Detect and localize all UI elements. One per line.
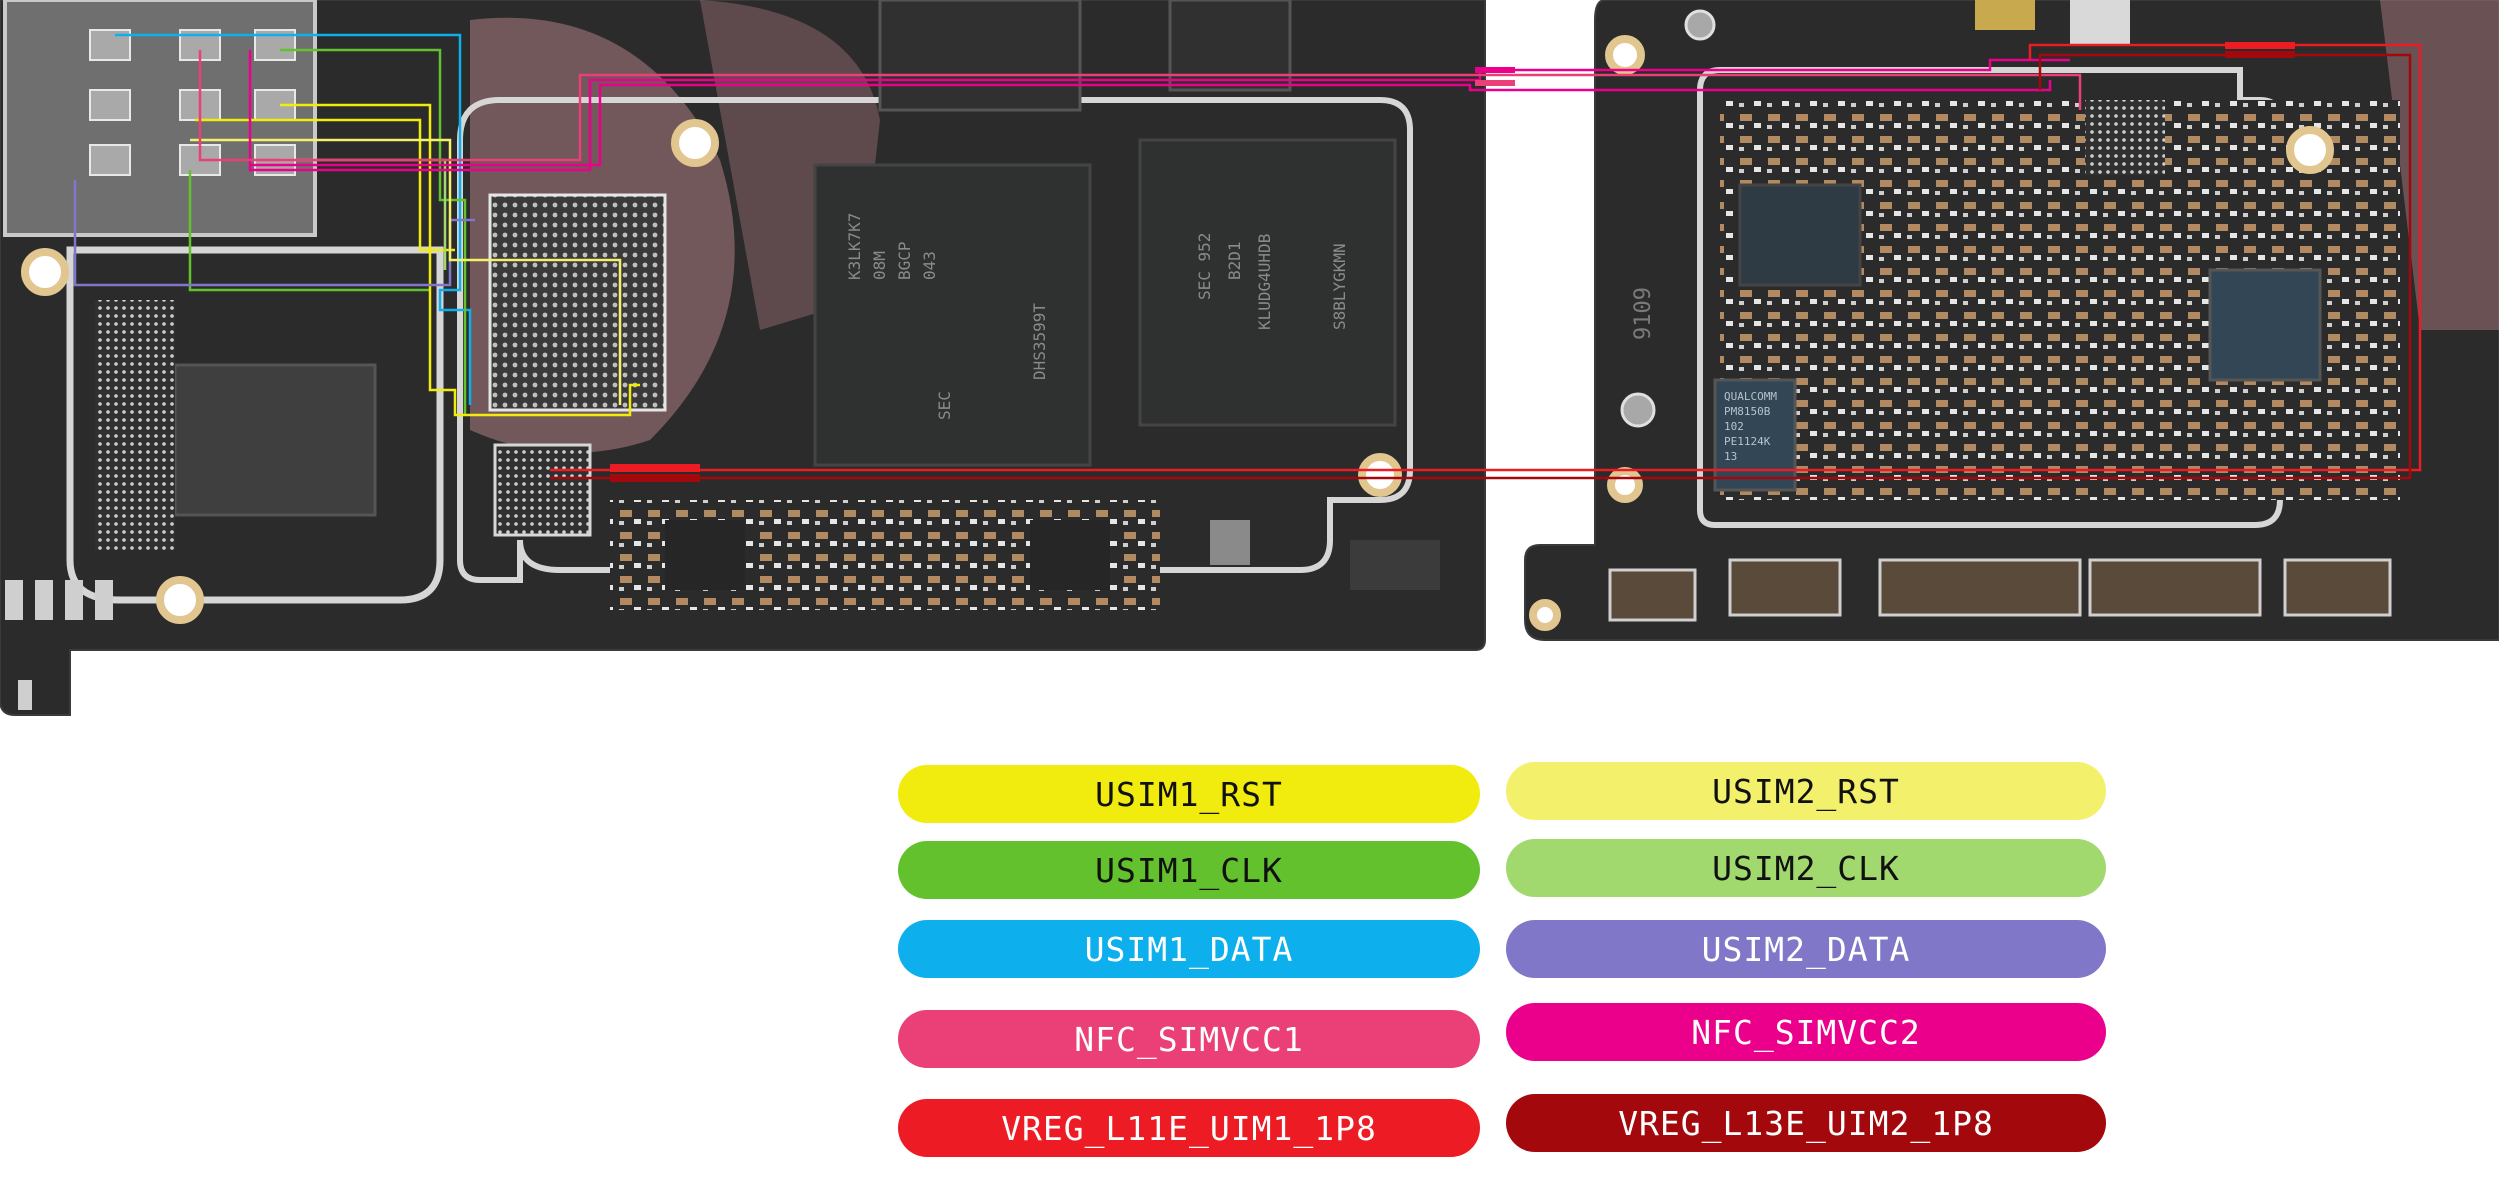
- chip-storage: [1138, 138, 1397, 427]
- chip-ram: [813, 163, 1092, 467]
- signal-traces: [73, 33, 2422, 482]
- storage-markings: SEC 952 B2D1 KLUDG4UHDB S8BLYGKMN: [1195, 233, 1349, 330]
- svg-text:SEC: SEC: [935, 391, 954, 420]
- chip-top-left: [878, 0, 1082, 112]
- svg-text:DHS3599T: DHS3599T: [1030, 303, 1049, 380]
- legend-usim2-clk: USIM2_CLK: [1506, 839, 2106, 897]
- svg-text:S8BLYGKMN: S8BLYGKMN: [1330, 243, 1349, 330]
- chip-left-bga: [173, 363, 377, 517]
- trace-vreg-l13e: [550, 53, 2412, 480]
- svg-text:BGCP: BGCP: [895, 241, 914, 280]
- chip-pmic: [1713, 378, 1797, 492]
- svg-text:QUALCOMM: QUALCOMM: [1724, 390, 1777, 403]
- ram-markings: K3LK7K7 08M BGCP 043 SEC DHS3599T: [845, 213, 1049, 420]
- chip-qualcomm-right: [2208, 268, 2322, 382]
- svg-text:13: 13: [1724, 450, 1737, 463]
- svg-text:PE1124K: PE1124K: [1724, 435, 1771, 448]
- trace-usim1-rst: [280, 103, 640, 417]
- svg-text:SEC 952: SEC 952: [1195, 233, 1214, 300]
- connectors-right: [1608, 558, 2392, 622]
- svg-text:043: 043: [920, 251, 939, 280]
- legend-usim1-data: USIM1_DATA: [898, 920, 1480, 978]
- legend-nfc-simvcc2: NFC_SIMVCC2: [1506, 1003, 2106, 1061]
- left-board: K3LK7K7 08M BGCP 043 SEC DHS3599T SEC 95…: [0, 0, 1486, 716]
- chip-bottom-1: [665, 520, 745, 590]
- legend-vreg-l11e-uim1: VREG_L11E_UIM1_1P8: [898, 1099, 1480, 1157]
- left-shield-outline: [66, 246, 444, 604]
- chip-top-right: [1168, 0, 1292, 92]
- trace-usim2-rst: [190, 138, 622, 405]
- side-text: 9109: [1631, 287, 1656, 340]
- legend-nfc-simvcc1: NFC_SIMVCC1: [898, 1010, 1480, 1068]
- trace-usim1-clk-2: [188, 170, 430, 292]
- svg-text:KLUDG4UHDB: KLUDG4UHDB: [1255, 234, 1274, 330]
- trace-nfc-simvcc1: [198, 50, 2082, 162]
- trace-label-marker: [2225, 42, 2295, 49]
- svg-text:K3LK7K7: K3LK7K7: [845, 213, 864, 280]
- trace-usim1-rst-2: [195, 118, 455, 252]
- sim-contacts: [89, 29, 296, 176]
- pcb-board-diagram: K3LK7K7 08M BGCP 043 SEC DHS3599T SEC 95…: [0, 0, 2499, 716]
- bottom-pads-left: [5, 520, 1440, 710]
- screw-icon: [1684, 9, 1716, 41]
- right-board: QUALCOMM PM8150B 102 PE1124K 13 9109: [1524, 0, 2499, 641]
- trace-usim1-data: [115, 33, 472, 405]
- chip-soc-bga: [488, 193, 667, 412]
- trace-label-marker: [2225, 51, 2295, 58]
- chip-left-bga-pads: [95, 300, 175, 550]
- svg-text:B2D1: B2D1: [1225, 241, 1244, 280]
- svg-text:102: 102: [1724, 420, 1744, 433]
- mount-holes-right: [1529, 35, 2334, 631]
- pmic-markings: QUALCOMM PM8150B 102 PE1124K 13: [1724, 390, 1777, 463]
- legend-usim2-rst: USIM2_RST: [1506, 762, 2106, 820]
- legend-usim2-data: USIM2_DATA: [1506, 920, 2106, 978]
- legend-vreg-l13e-uim2: VREG_L13E_UIM2_1P8: [1506, 1094, 2106, 1152]
- trace-nfc-simvcc2-2: [250, 80, 2052, 167]
- chip-right-bga: [2085, 100, 2165, 175]
- trace-vreg-l11e: [550, 43, 2422, 472]
- chip-top-right-board: [2070, 0, 2130, 45]
- trace-label-marker: [1475, 67, 1515, 73]
- svg-text:PM8150B: PM8150B: [1724, 405, 1771, 418]
- legend-usim1-rst: USIM1_RST: [898, 765, 1480, 823]
- chip-top-right-board-2: [1975, 0, 2035, 30]
- screw-icon: [1620, 392, 1656, 428]
- chip-bottom-2: [1030, 520, 1110, 590]
- legend-usim1-clk: USIM1_CLK: [898, 841, 1480, 899]
- trace-label-marker: [610, 464, 700, 472]
- chip-pmic-left: [1738, 183, 1862, 287]
- trace-label-marker: [610, 474, 700, 482]
- mount-holes-left: [21, 119, 1402, 624]
- chip-small-bga: [493, 443, 592, 537]
- trace-usim1-clk: [280, 48, 467, 415]
- trace-usim2-data: [73, 180, 475, 287]
- svg-text:08M: 08M: [870, 251, 889, 280]
- trace-label-marker: [1475, 80, 1515, 86]
